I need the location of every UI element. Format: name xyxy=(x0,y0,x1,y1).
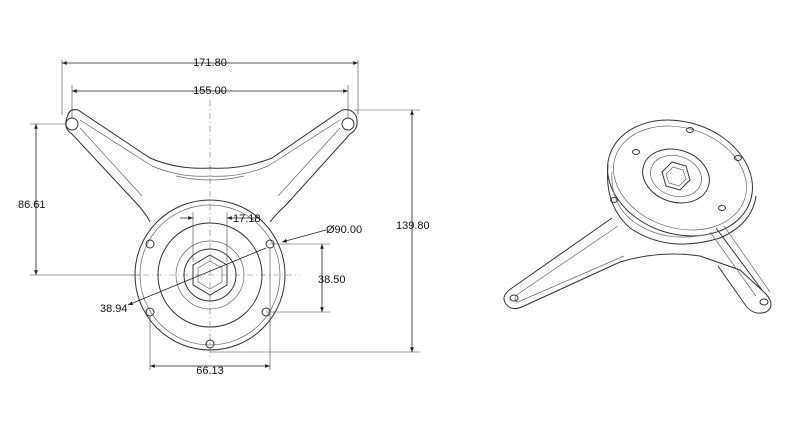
iso-hole-1 xyxy=(632,149,640,155)
dim-vertical-offset: 38.50 xyxy=(318,274,346,286)
iso-arm-hole-left xyxy=(509,294,519,302)
iso-left-arm-inner xyxy=(514,225,625,303)
iso-hole-2 xyxy=(686,127,694,133)
iso-hub-outer xyxy=(642,148,710,204)
iso-disc-side-inner xyxy=(611,171,717,238)
dim-hole-span: 155.00 xyxy=(193,85,227,97)
dim-hole-spacing: 66.13 xyxy=(196,365,224,377)
iso-hex-inner xyxy=(665,166,687,187)
iso-left-arm xyxy=(503,217,701,310)
dim-overall-width: 171.80 xyxy=(193,57,227,69)
dim-disc-diameter: Ø90.00 xyxy=(326,224,362,236)
dim-total-height: 139.80 xyxy=(396,220,430,232)
iso-hex-socket xyxy=(661,161,691,191)
left-arm-hole xyxy=(65,117,79,131)
iso-right-arm-strut xyxy=(715,227,763,291)
isometric-view xyxy=(503,119,772,314)
disc-hole-5 xyxy=(205,339,215,349)
iso-right-arm-inner xyxy=(709,225,771,297)
disc-hole-1 xyxy=(145,239,155,249)
iso-right-arm xyxy=(699,255,772,314)
iso-hole-5 xyxy=(610,197,618,203)
dim-hole-radius: 38.94 xyxy=(100,303,128,315)
front-view: 171.80 155.00 86.61 139.80 17.18 Ø90.00 … xyxy=(18,57,430,377)
base-disc-step xyxy=(157,222,263,328)
iso-disc-side xyxy=(606,164,757,245)
dim-arm-height: 86.61 xyxy=(18,199,46,211)
bracket-arms-inner xyxy=(79,119,341,197)
iso-hole-3 xyxy=(734,155,742,161)
iso-disc-top xyxy=(607,119,753,237)
hex-socket-inner xyxy=(197,260,223,290)
iso-arm-hole-right xyxy=(759,298,769,306)
iso-disc-rim xyxy=(613,125,747,231)
arm-rib xyxy=(175,175,245,181)
disc-hole-3 xyxy=(145,307,155,317)
right-arm-hole xyxy=(341,117,355,131)
iso-hub-inner xyxy=(650,155,702,197)
iso-hole-4 xyxy=(718,205,726,211)
dim-hex-offset: 17.18 xyxy=(233,213,261,225)
hub-boss xyxy=(183,248,237,302)
hex-socket xyxy=(192,254,228,296)
hub-ring xyxy=(175,240,245,310)
